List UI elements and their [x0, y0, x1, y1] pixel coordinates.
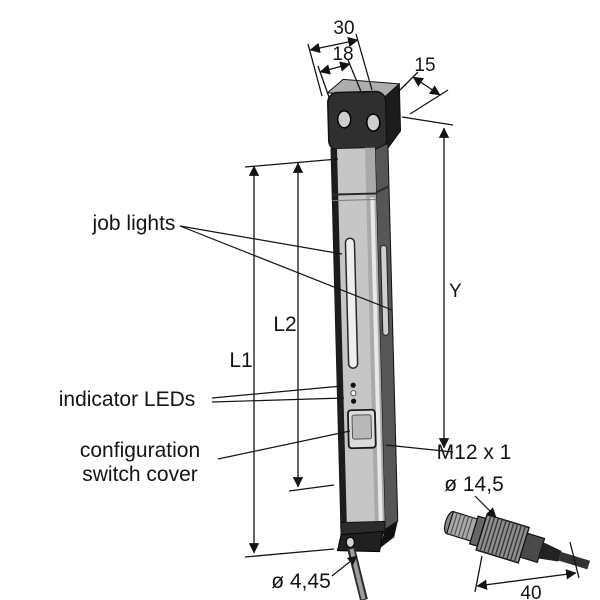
connector-threads [449, 512, 474, 540]
dim-15-value: 15 [414, 55, 435, 76]
dim-40-value: 40 [520, 583, 541, 600]
dim-L2: L2 [273, 162, 335, 492]
job-lights-leaders [179, 225, 393, 311]
bracket-hole-left [336, 110, 352, 129]
job-light-window-front [344, 237, 359, 369]
m12-connector [443, 510, 591, 570]
dim-30: 30 [307, 18, 373, 97]
configuration-label-line1: configuration [80, 439, 200, 462]
sensor-housing [330, 142, 399, 532]
dim-30-value: 30 [333, 18, 354, 39]
configuration-switch-cover [347, 408, 377, 450]
indicator-leds [350, 382, 357, 404]
dim-18-value: 18 [332, 44, 353, 65]
connector-diameter-label: ø 14,5 [444, 473, 504, 496]
dim-L2-value: L2 [273, 313, 296, 336]
dim-L1: L1 [229, 158, 339, 558]
connector-knurl [479, 515, 526, 562]
indicator-leds-label: indicator LEDs [59, 388, 196, 411]
dim-40: 40 [474, 541, 580, 600]
cable-diameter-label: ø 4,45 [271, 570, 331, 593]
bracket-hole-right [366, 113, 381, 132]
dim-Y: Y [385, 116, 462, 453]
sensor-cable [347, 547, 368, 600]
cable-diameter-leader [331, 555, 358, 577]
mounting-bracket [326, 78, 402, 152]
indicator-leds-leaders [211, 385, 345, 403]
job-light-window-side [380, 244, 390, 336]
configuration-label-line2: switch cover [82, 463, 198, 486]
bottom-end-cap [336, 520, 398, 553]
connector-diameter-leader [474, 495, 497, 518]
dim-15: 15 [395, 55, 449, 115]
dim-18: 18 [317, 44, 363, 101]
m12-label: M12 x 1 [437, 441, 512, 464]
dim-Y-value: Y [449, 281, 462, 302]
job-lights-label: job lights [92, 212, 176, 235]
dim-L1-value: L1 [229, 349, 252, 372]
sensor-body [326, 78, 402, 553]
config-cover-leader [217, 430, 351, 460]
